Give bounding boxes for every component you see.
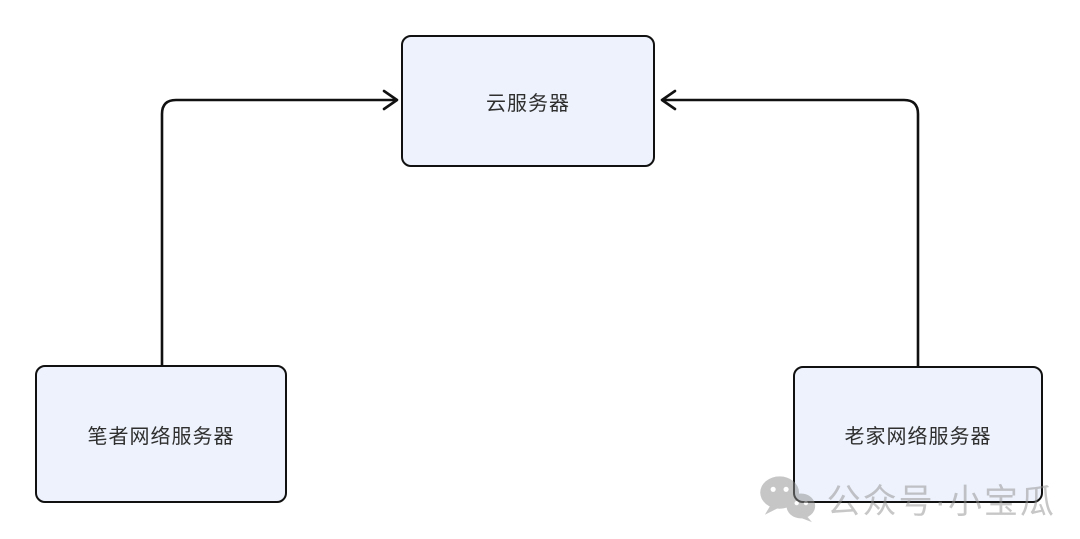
arrowhead-right-icon xyxy=(382,89,399,111)
node-hometown-network-server-label: 老家网络服务器 xyxy=(844,426,992,448)
node-hometown-network-server: 老家网络服务器 xyxy=(793,366,1043,503)
node-author-network-server-label: 笔者网络服务器 xyxy=(87,425,235,448)
connector-author-to-cloud xyxy=(160,98,398,367)
node-cloud-server-label: 云服务器 xyxy=(486,92,570,115)
connector-hometown-to-cloud xyxy=(661,98,920,368)
node-author-network-server: 笔者网络服务器 xyxy=(35,365,287,503)
arrowhead-left-icon xyxy=(660,89,677,111)
node-cloud-server: 云服务器 xyxy=(401,35,655,167)
